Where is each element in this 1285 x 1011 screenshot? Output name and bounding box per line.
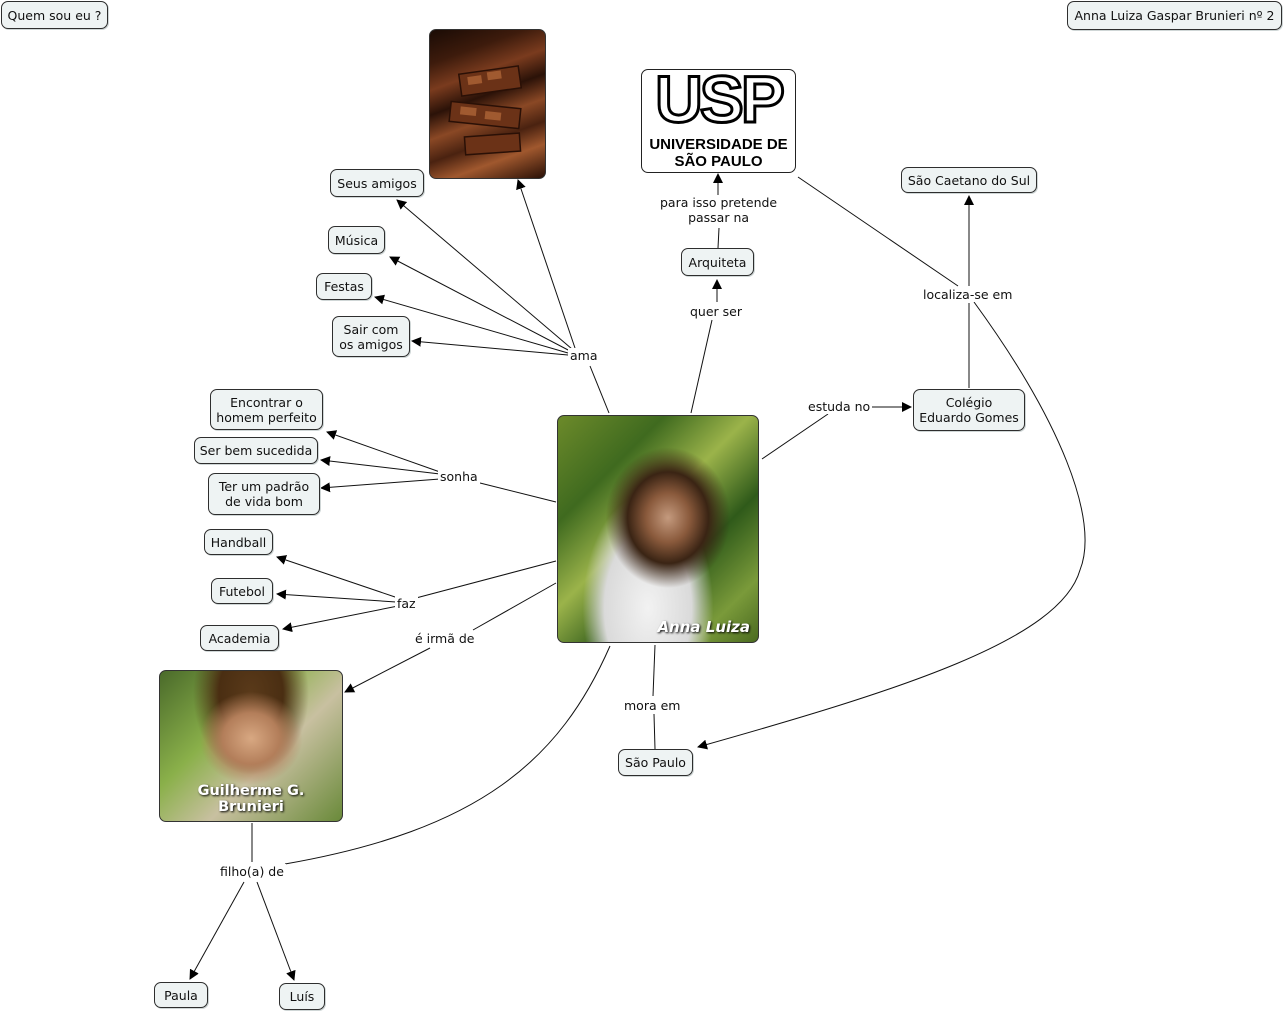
link-label-filho-de: filho(a) de xyxy=(218,864,286,879)
link-label-sonha: sonha xyxy=(438,469,480,484)
usp-logo-line2: SÃO PAULO xyxy=(674,153,763,170)
usp-logo-letters: USP xyxy=(654,69,787,136)
chocolate-image xyxy=(429,29,546,179)
link-label-estuda-no: estuda no xyxy=(806,399,873,414)
usp-logo-line1: UNIVERSIDADE DE xyxy=(649,136,788,153)
node-encontrar-homem-perfeito[interactable]: Encontrar o homem perfeito xyxy=(210,389,323,430)
node-musica[interactable]: Música xyxy=(328,226,385,254)
link-label-irma-de: é irmã de xyxy=(413,631,477,646)
node-handball[interactable]: Handball xyxy=(204,529,273,555)
node-sair-com-os-amigos[interactable]: Sair com os amigos xyxy=(332,316,410,357)
map-title-right: Anna Luiza Gaspar Brunieri nº 2 xyxy=(1067,1,1282,30)
link-label-quer-ser: quer ser xyxy=(688,304,745,319)
link-label-mora-em: mora em xyxy=(622,698,683,713)
node-sao-paulo[interactable]: São Paulo xyxy=(618,749,693,776)
anna-luiza-photo: Anna Luiza xyxy=(557,415,759,643)
node-festas[interactable]: Festas xyxy=(316,273,372,300)
node-paula[interactable]: Paula xyxy=(154,982,208,1008)
link-label-faz: faz xyxy=(395,596,418,611)
node-seus-amigos[interactable]: Seus amigos xyxy=(330,169,424,197)
node-ter-padrao-de-vida[interactable]: Ter um padrão de vida bom xyxy=(208,473,320,515)
link-label-localiza-se-em: localiza-se em xyxy=(921,287,1015,302)
node-ser-bem-sucedida[interactable]: Ser bem sucedida xyxy=(194,437,318,464)
link-label-pretende-passar: para isso pretende passar na xyxy=(658,195,780,225)
anna-luiza-caption: Anna Luiza xyxy=(657,618,750,636)
usp-logo: USP UNIVERSIDADE DE SÃO PAULO xyxy=(641,69,796,173)
guilherme-photo: Guilherme G. Brunieri xyxy=(159,670,343,822)
link-label-ama: ama xyxy=(568,348,600,363)
map-title-left: Quem sou eu ? xyxy=(1,1,108,29)
node-colegio-eduardo-gomes[interactable]: Colégio Eduardo Gomes xyxy=(913,389,1025,431)
chocolate-pieces-icon xyxy=(448,65,523,156)
node-luis[interactable]: Luís xyxy=(279,983,325,1010)
node-academia[interactable]: Academia xyxy=(200,625,279,651)
node-sao-caetano-do-sul[interactable]: São Caetano do Sul xyxy=(901,167,1037,193)
guilherme-caption: Guilherme G. Brunieri xyxy=(197,783,305,815)
node-futebol[interactable]: Futebol xyxy=(211,578,273,604)
node-arquiteta[interactable]: Arquiteta xyxy=(681,248,754,276)
